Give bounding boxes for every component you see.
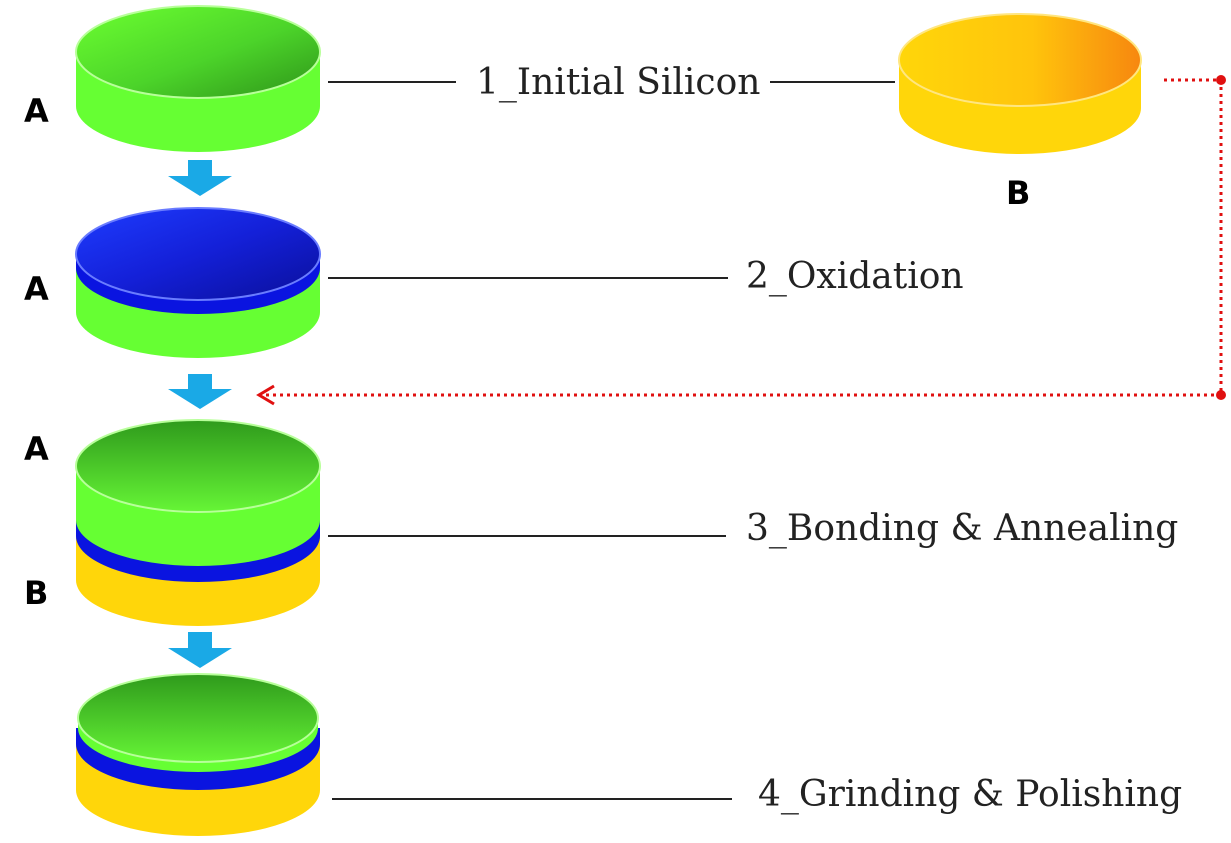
transfer-arrow — [256, 75, 1226, 406]
step-label-1: 1_Initial Silicon — [476, 62, 760, 103]
wafer-a-bonded-top — [75, 419, 321, 513]
flow-arrow-icon-2 — [168, 374, 232, 409]
wafer-b-top — [898, 13, 1142, 107]
transfer-arrowhead-icon — [256, 384, 275, 406]
oxide-layer-top — [75, 207, 321, 301]
wafer-label-a-step3: A — [24, 430, 49, 468]
flow-arrow-icon-1 — [168, 160, 232, 196]
step-label-3: 3_Bonding & Annealing — [746, 508, 1178, 549]
wafer-label-a-step2: A — [24, 270, 49, 308]
wafer-a-oxidized — [75, 207, 321, 358]
thin-silicon-layer-top — [77, 673, 319, 763]
wafer-label-b-step3: B — [24, 574, 48, 612]
wafer-b-initial — [898, 13, 1142, 154]
flow-arrow-icon-3 — [168, 632, 232, 668]
step-label-4: 4_Grinding & Polishing — [758, 774, 1182, 815]
step-label-2: 2_Oxidation — [746, 256, 964, 297]
wafer-a-top — [75, 5, 321, 99]
wafer-label-a-step1: A — [24, 92, 49, 130]
wafer-a-initial — [75, 5, 321, 152]
bonded-wafer-stack — [75, 419, 321, 626]
polished-soi-wafer — [76, 673, 320, 836]
wafer-label-b-initial: B — [1006, 174, 1030, 212]
